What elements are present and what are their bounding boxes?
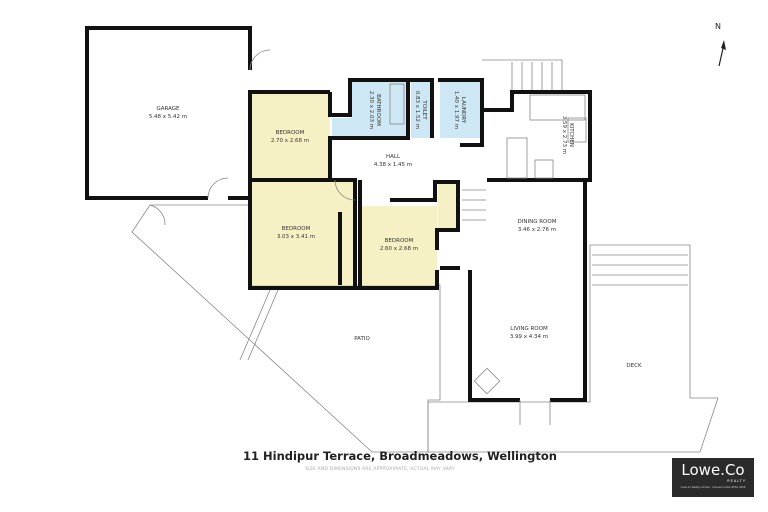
svg-text:BEDROOM: BEDROOM (276, 130, 305, 136)
bedroom-1-fill (251, 94, 330, 178)
svg-text:BEDROOM: BEDROOM (282, 226, 311, 232)
svg-text:3.03 x 3.41 m: 3.03 x 3.41 m (277, 234, 315, 240)
svg-text:4.38 x 1.45 m: 4.38 x 1.45 m (374, 162, 412, 168)
north-label: N (715, 22, 721, 31)
toilet-fill (411, 80, 433, 138)
svg-text:3.46 x 2.76 m: 3.46 x 2.76 m (518, 227, 556, 233)
room-bedroom-1: BEDROOM 2.70 x 2.68 m (271, 130, 309, 144)
fixtures (149, 49, 587, 425)
svg-text:HALL: HALL (386, 154, 401, 160)
deck-outline (427, 244, 719, 453)
steps (239, 62, 688, 361)
svg-text:2.70 x 2.68 m: 2.70 x 2.68 m (271, 138, 309, 144)
room-living: LIVING ROOM 3.99 x 4.34 m (510, 326, 548, 340)
room-dining: DINING ROOM 3.46 x 2.76 m (518, 219, 557, 233)
wardrobe-fill (438, 182, 456, 230)
svg-text:DINING ROOM: DINING ROOM (518, 219, 557, 225)
room-hall: HALL 4.38 x 1.45 m (374, 154, 412, 168)
logo-brand: Lowe.Co (681, 461, 745, 479)
bathroom-fill (352, 80, 408, 138)
bedroom-3-fill (360, 206, 437, 285)
svg-text:1.40 x 1.97 m: 1.40 x 1.97 m (453, 91, 459, 129)
svg-text:GARAGE: GARAGE (156, 106, 180, 112)
svg-text:TOILET: TOILET (421, 99, 427, 120)
svg-text:LAUNDRY: LAUNDRY (460, 97, 466, 124)
svg-text:2.60 x 2.68 m: 2.60 x 2.68 m (380, 246, 418, 252)
svg-text:BEDROOM: BEDROOM (385, 238, 414, 244)
bedroom-2-fill (251, 181, 355, 285)
room-garage: GARAGE 5.48 x 5.42 m (149, 106, 187, 120)
svg-text:0.83 x 1.52 m: 0.83 x 1.52 m (414, 91, 420, 129)
svg-text:LIVING ROOM: LIVING ROOM (510, 326, 548, 332)
svg-text:3.99 x 4.34 m: 3.99 x 4.34 m (510, 334, 548, 340)
room-bedroom-3: BEDROOM 2.60 x 2.68 m (380, 238, 418, 252)
logo-small-print: Lowe.Co Realty Limited · licensed under … (680, 486, 746, 489)
svg-text:5.48 x 5.42 m: 5.48 x 5.42 m (149, 114, 187, 120)
stairs (482, 59, 563, 92)
north-arrow-icon (718, 40, 726, 67)
laundry-fill (440, 80, 482, 138)
shower-fill (332, 118, 352, 138)
room-bedroom-2: BEDROOM 3.03 x 3.41 m (277, 226, 315, 240)
room-patio: PATIO (354, 336, 370, 342)
svg-text:2.30 x 2.03 m: 2.30 x 2.03 m (368, 91, 374, 129)
patio-outline (131, 204, 441, 453)
walls (85, 26, 592, 402)
svg-text:BATHROOM: BATHROOM (375, 94, 381, 126)
room-deck: DECK (626, 363, 642, 369)
address-title: 11 Hindipur Terrace, Broadmeadows, Welli… (243, 449, 557, 463)
svg-text:3.59 x 2.73 m: 3.59 x 2.73 m (561, 116, 567, 154)
logo-tagline: REALTY (727, 479, 746, 483)
disclaimer: SIZE AND DIMENSIONS ARE APPROXIMATE, ACT… (305, 467, 455, 472)
logo: Lowe.Co REALTY Lowe.Co Realty Limited · … (672, 458, 754, 497)
svg-text:KITCHEN: KITCHEN (568, 123, 574, 147)
